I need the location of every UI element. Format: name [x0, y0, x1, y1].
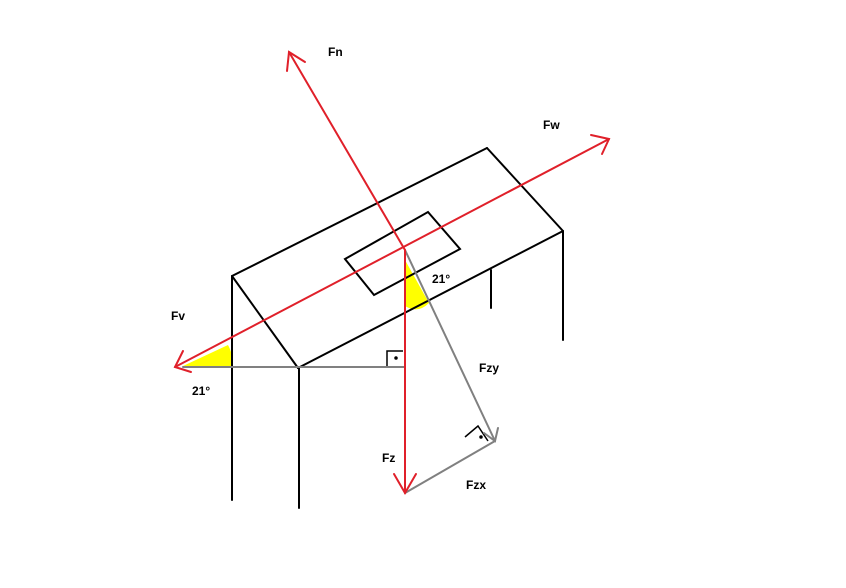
label-fv: Fv: [171, 309, 185, 323]
label-angle-center: 21°: [432, 272, 450, 286]
table-top-left-edge: [231, 275, 299, 369]
table-top-front-edge: [297, 230, 564, 369]
table-structure: [231, 147, 564, 509]
force-arrows: [173, 50, 611, 495]
right-angle-markers: [386, 350, 489, 442]
table-top-right-edge: [486, 147, 564, 232]
fn-arrow-head: [286, 50, 306, 72]
label-fzx: Fzx: [466, 478, 486, 492]
table-top-back-edge: [231, 147, 488, 277]
angle-fill-left: [183, 345, 233, 366]
block-on-incline: [343, 210, 462, 297]
fv-arrow-head: [173, 350, 192, 373]
right-angle-marker-horizontal: [386, 350, 403, 366]
label-angle-left: 21°: [192, 384, 210, 398]
right-angle-dot-horizontal: [394, 356, 398, 360]
component-lines: [182, 249, 499, 494]
right-angle-dot-slope: [479, 435, 483, 439]
label-fw: Fw: [543, 118, 560, 132]
fz-arrow-head: [393, 473, 417, 495]
right-angle-marker-slope: [464, 424, 489, 442]
fw-fv-arrow-line: [174, 138, 610, 368]
label-fz: Fz: [382, 451, 395, 465]
angle-fill-center: [405, 260, 429, 310]
fn-arrow-line: [288, 51, 406, 251]
fw-arrow-head: [590, 134, 611, 155]
label-fzy: Fzy: [479, 361, 499, 375]
label-fn: Fn: [328, 45, 343, 59]
fzx-component-line: [404, 440, 496, 494]
fzy-component-line: [404, 249, 496, 442]
